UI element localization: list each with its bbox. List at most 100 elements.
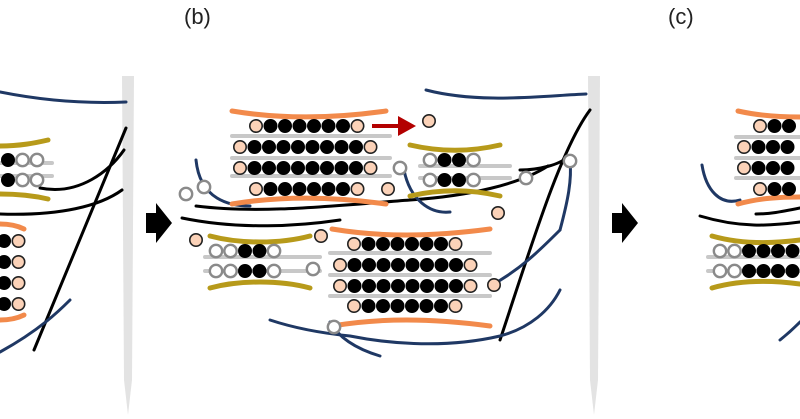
- bar-gold: [0, 137, 51, 149]
- gray-stem: [727, 243, 742, 259]
- bar-gold: [207, 233, 313, 245]
- orange-stem: [233, 161, 248, 176]
- filled-stem: [765, 161, 780, 176]
- orange-stem: [463, 257, 478, 272]
- filled-stem: [390, 237, 405, 252]
- divider-left: [122, 76, 134, 415]
- gray-stem: [392, 160, 408, 176]
- polymer-chains: [0, 88, 800, 358]
- filled-stem: [419, 257, 434, 272]
- filled-stem: [781, 182, 796, 197]
- chain-black: [0, 188, 124, 216]
- panel-label-c: (c): [668, 4, 694, 29]
- filled-stem: [292, 119, 307, 134]
- orange-stem: [490, 206, 505, 221]
- filled-stem: [319, 140, 334, 155]
- filled-stem: [448, 278, 463, 293]
- filled-stem: [376, 257, 391, 272]
- orange-stem: [736, 140, 751, 155]
- filled-stem: [785, 263, 800, 278]
- filled-stem: [334, 161, 349, 176]
- filled-stem: [335, 182, 350, 197]
- filled-stem: [321, 119, 336, 134]
- filled-stem: [785, 244, 800, 259]
- filled-stem: [347, 278, 362, 293]
- gray-stem: [712, 263, 728, 279]
- gray-stem: [305, 261, 321, 277]
- gray-stem: [266, 243, 282, 259]
- divider-right: [588, 76, 600, 415]
- filled-stem: [238, 244, 253, 259]
- bar-gold: [207, 279, 313, 291]
- filled-stem: [404, 237, 419, 252]
- filled-stem: [348, 140, 363, 155]
- orange-stem: [11, 234, 26, 249]
- orange-stem: [249, 182, 264, 197]
- orange-stem: [346, 298, 361, 313]
- filled-stem: [404, 298, 419, 313]
- gray-stem: [326, 319, 342, 335]
- orange-stem: [463, 278, 478, 293]
- filled-stem: [751, 161, 766, 176]
- filled-stem: [437, 173, 452, 188]
- filled-stem: [247, 161, 262, 176]
- filled-stem: [0, 255, 11, 269]
- filled-stem: [767, 119, 782, 134]
- filled-stem: [434, 257, 449, 272]
- orange-stem: [486, 277, 501, 292]
- filled-stem: [276, 140, 291, 155]
- filled-stem: [321, 182, 336, 197]
- bar-orange: [0, 312, 27, 323]
- filled-stem: [780, 140, 795, 155]
- orange-stem: [346, 237, 361, 252]
- filled-stem: [252, 244, 267, 259]
- filled-stem: [433, 237, 448, 252]
- chain-navy: [488, 228, 562, 288]
- filled-stem: [451, 153, 466, 168]
- chain-black: [180, 216, 342, 228]
- orange-stem: [380, 182, 395, 197]
- filled-stem: [437, 153, 452, 168]
- orange-stem: [332, 257, 347, 272]
- chain-navy: [194, 158, 252, 208]
- filled-stem: [741, 244, 756, 259]
- filled-stem: [261, 140, 276, 155]
- filled-stem: [390, 278, 405, 293]
- orange-stem: [249, 119, 264, 134]
- process-arrow-2: [612, 203, 638, 243]
- process-arrow-1: [146, 203, 172, 243]
- gray-stem: [466, 172, 481, 188]
- filled-stem: [375, 298, 390, 313]
- gray-stem: [466, 152, 481, 168]
- gray-stem: [208, 243, 224, 259]
- filled-stem: [305, 140, 320, 155]
- orange-stem: [350, 119, 365, 134]
- bar-gold: [407, 188, 503, 199]
- filled-stem: [247, 140, 262, 155]
- chain-black: [38, 148, 126, 191]
- chain-black: [698, 214, 800, 227]
- filled-stem: [305, 161, 320, 176]
- gray-stem: [422, 172, 438, 188]
- orange-stem: [233, 140, 248, 155]
- chain-black: [498, 108, 592, 342]
- filled-stem: [770, 244, 785, 259]
- filled-stem: [319, 161, 334, 176]
- filled-stem: [0, 234, 11, 248]
- orange-stem: [332, 278, 347, 293]
- filled-stem: [306, 182, 321, 197]
- filled-stem: [292, 182, 307, 197]
- filled-stem: [0, 276, 11, 290]
- orange-stem: [313, 229, 328, 244]
- filled-stem: [390, 298, 405, 313]
- orange-stem: [736, 161, 751, 176]
- gray-stem: [208, 263, 224, 279]
- bar-gold: [709, 278, 800, 291]
- orange-stem: [448, 237, 463, 252]
- filled-stem: [252, 263, 267, 278]
- chain-black: [194, 164, 550, 211]
- filled-stem: [765, 140, 780, 155]
- filled-stem: [451, 173, 466, 188]
- filled-stem: [361, 237, 376, 252]
